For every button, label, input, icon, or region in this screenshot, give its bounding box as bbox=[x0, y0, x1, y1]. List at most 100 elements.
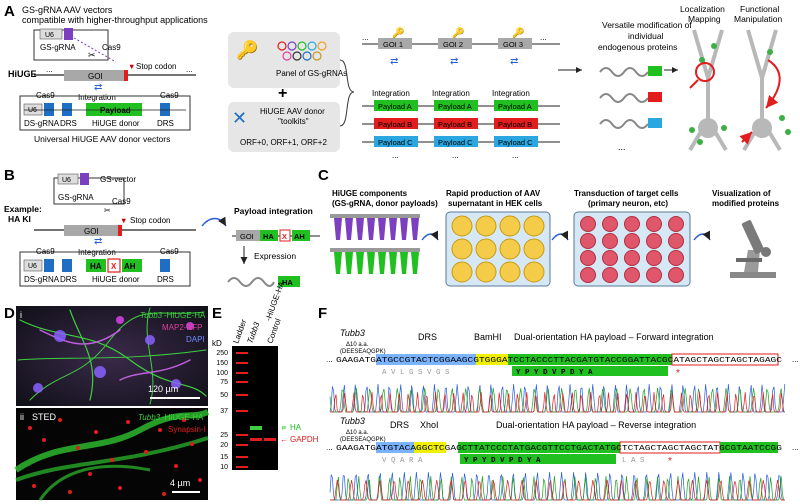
u6-label: U6 bbox=[45, 32, 54, 39]
ladder-band bbox=[236, 352, 248, 354]
panel-a-letter: A bbox=[4, 3, 15, 20]
panel-d-letter: D bbox=[4, 305, 15, 322]
goi-3-label: GOI 3 bbox=[503, 40, 523, 49]
payload-b-2 bbox=[434, 118, 478, 129]
target-well bbox=[646, 267, 662, 283]
drs-box-left bbox=[62, 103, 72, 116]
goi-columns: ... GOI 1 🔑 GOI 2 🔑 GOI 3 🔑 ... ⇄ ⇄ ⇄ In… bbox=[362, 26, 560, 160]
key-red-icon: 🔑 bbox=[512, 26, 525, 39]
hek-well bbox=[475, 215, 497, 237]
panel-a-title-1: GS-gRNA AAV vectors bbox=[22, 5, 113, 15]
micrograph-i bbox=[16, 306, 208, 406]
payload-b-1 bbox=[374, 118, 418, 129]
ha-box bbox=[86, 259, 106, 272]
payload-c-label-3: Payload C bbox=[498, 138, 533, 147]
xhoi-highlight bbox=[414, 442, 446, 453]
hek-well bbox=[451, 215, 473, 237]
target-well bbox=[580, 216, 596, 232]
f-bamhi-label: BamHI bbox=[474, 332, 502, 342]
x-b2-box bbox=[279, 229, 291, 242]
r-xhoi-label: XhoI bbox=[420, 420, 439, 430]
grna-panel-box bbox=[228, 32, 340, 88]
scissors-b-icon: ✂ bbox=[104, 206, 111, 215]
ha-band-label: HA bbox=[290, 423, 302, 432]
integration-label: Integration bbox=[78, 93, 116, 102]
ladder-mw-label: 150 bbox=[216, 360, 228, 367]
f-delta-2: (DEESEAQGPK) bbox=[340, 349, 386, 355]
versatile-line-3: endogenous proteins bbox=[598, 42, 677, 52]
f-tubb3-label: Tubb3 bbox=[340, 328, 365, 338]
lane-tubb3-label: Tubb3 bbox=[245, 320, 261, 344]
gs-grna-label: GS-gRNA bbox=[40, 43, 76, 52]
gs-grna-b-label: GS-gRNA bbox=[58, 193, 94, 202]
ds-grna-b-box bbox=[44, 259, 54, 272]
step4-line-2: modified proteins bbox=[712, 199, 780, 208]
payload-row-a: Payload A Payload A Payload A bbox=[362, 100, 560, 111]
aa-reverse-grey: V Q A R A bbox=[382, 457, 423, 465]
d-map2-label: MAP2-RFP bbox=[162, 323, 202, 332]
hek-well bbox=[523, 261, 545, 283]
tube-strips bbox=[330, 214, 420, 274]
ladder-band bbox=[236, 410, 248, 412]
seq-reverse: GAAGATGATGTACAGGCTCGAGCTTATCCCTATGACGTTC… bbox=[336, 445, 782, 453]
goi-label: GOI bbox=[88, 72, 103, 81]
donor-b-outline bbox=[19, 251, 191, 287]
f-delta-1: Δ10 a.a. bbox=[346, 342, 369, 348]
target-well bbox=[624, 216, 640, 232]
u6-box bbox=[39, 28, 63, 40]
bamhi-highlight bbox=[476, 354, 508, 365]
ladder-mw-label: 75 bbox=[220, 379, 228, 386]
ladder-band bbox=[236, 362, 248, 364]
grna-circles bbox=[277, 41, 327, 61]
stop-codon-label: Stop codon bbox=[136, 62, 176, 71]
key-icon: 🔑 bbox=[236, 39, 258, 61]
ladder-band bbox=[236, 466, 248, 468]
goi-3-arrows-icon: ⇄ bbox=[510, 56, 518, 67]
brace bbox=[339, 59, 355, 127]
hiuge-label: HiUGE bbox=[8, 69, 37, 79]
drs-box-right bbox=[160, 103, 170, 116]
payload-a-1 bbox=[374, 100, 418, 111]
ladder-band bbox=[236, 456, 248, 458]
gs-grna-b-box bbox=[80, 173, 89, 185]
payload-b-3 bbox=[494, 118, 538, 129]
f-drs-label: DRS bbox=[418, 332, 437, 342]
donor-b-cas9-right: Cas9 bbox=[160, 247, 179, 256]
goi-more: ... bbox=[540, 33, 547, 42]
hek-well bbox=[475, 238, 497, 260]
aa-forward-grey: A V L G S V G S bbox=[382, 369, 450, 377]
step2-line-1: Rapid production of AAV bbox=[446, 189, 541, 198]
payload-c-label-2: Payload C bbox=[438, 138, 473, 147]
payload-row-c: Payload C Payload C Payload C bbox=[362, 136, 560, 147]
target-well bbox=[580, 250, 596, 266]
goi-1-arrows-icon: ⇄ bbox=[390, 56, 398, 67]
tube-strip-green bbox=[330, 248, 420, 274]
payload-box bbox=[86, 103, 142, 116]
step3-line-1: Transduction of target cells bbox=[574, 189, 679, 198]
aa-reverse: Y P Y D V P D Y A bbox=[464, 457, 541, 465]
ha-highlight-rev bbox=[458, 442, 620, 453]
stop-codon-marker: ▼ bbox=[128, 62, 135, 71]
svg-text:...: ... bbox=[618, 142, 626, 152]
curve-arrow-c1 bbox=[421, 230, 439, 241]
micrograph-ii-label: ii bbox=[20, 412, 24, 422]
d2-hiuge-label: -HiUGE-HA bbox=[162, 413, 204, 422]
stop-star-rev: * bbox=[668, 456, 672, 467]
ladder-mw-label: 15 bbox=[220, 454, 228, 461]
integration-2: Integration bbox=[432, 89, 470, 98]
goi-2-label: GOI 2 bbox=[443, 40, 463, 49]
donor-u6-box bbox=[23, 103, 43, 116]
x-label: X bbox=[111, 262, 117, 271]
panel-a: A GS-gRNA AAV vectors compatible with hi… bbox=[4, 3, 791, 160]
genome-dots: ... bbox=[46, 65, 53, 74]
tube-strip-purple bbox=[330, 214, 420, 240]
goi-3-box bbox=[498, 38, 532, 49]
micrograph-i-neurites bbox=[17, 307, 207, 405]
target-well bbox=[580, 233, 596, 249]
neuron-functional bbox=[739, 29, 791, 152]
micrograph-ii-neurites bbox=[14, 409, 210, 501]
target-well bbox=[646, 250, 662, 266]
drs-label: DRS bbox=[60, 119, 77, 128]
seq-forward: GAAGATGATGCCGTACTCGGAAGCGTGGGATCCTACCCTT… bbox=[336, 357, 783, 365]
